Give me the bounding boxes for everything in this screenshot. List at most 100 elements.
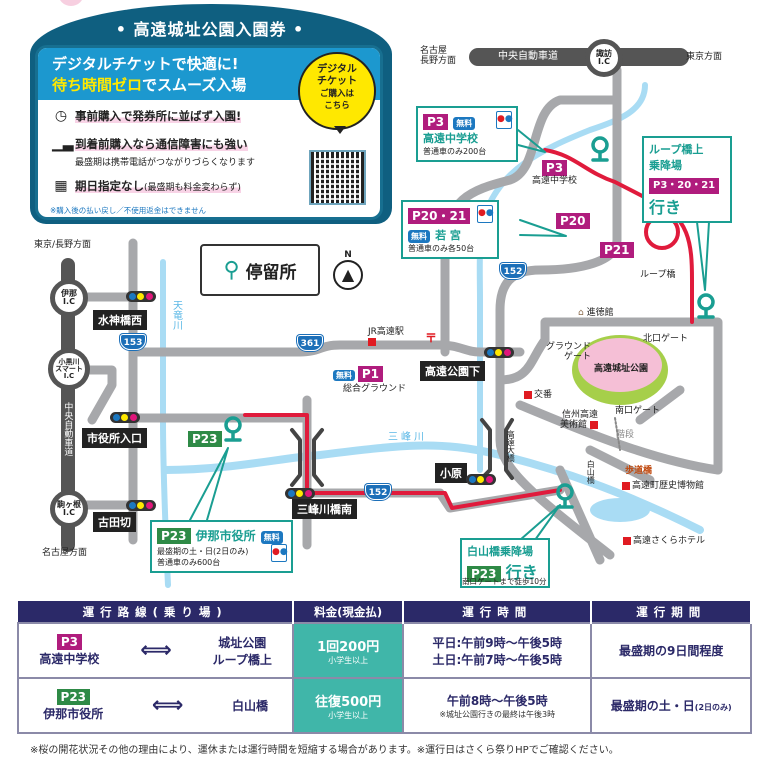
parking-capacity: 普通車のみ各50台 [408, 244, 475, 253]
river-label: 三峰川 [388, 432, 427, 443]
period-note: (2日のみ) [694, 703, 732, 712]
header-route: 運行路線(乗り場) [18, 601, 295, 623]
feature-3: ▦期日指定なし(最盛期も料金変わらず) [52, 178, 241, 194]
station-label: JR高遠駅 [368, 327, 404, 337]
direction-label: 名古屋長野方面 [420, 46, 456, 67]
free-badge: 無料 [333, 370, 355, 382]
feature-text: 期日指定なし [75, 179, 144, 193]
route-to: 城址公園 [218, 635, 267, 650]
place-name: 高遠さくらホテル [633, 536, 706, 546]
parking-name: 若 宮 [435, 229, 461, 242]
bridge-label: 高遠大橋 [506, 430, 516, 462]
stop-name: 乗降場 [649, 159, 682, 172]
parking-badge: P20・21 [408, 208, 471, 224]
time: 午前8時〜午後5時 [446, 693, 548, 708]
time: 土日:午前7時〜午後5時 [432, 652, 562, 667]
headline-highlight: 待ち時間ゼロ [52, 76, 143, 94]
time: 平日:午前9時〜午後5時 [432, 635, 562, 650]
loop-stop-callout: ループ橋上 乗降場 P3・20・21 行き [642, 136, 732, 223]
direction-label: 東京/長野方面 [34, 240, 92, 250]
fee-note: 小学生以上 [328, 710, 369, 720]
p20-badge: P20 [556, 213, 590, 229]
place-name: 美術館 [560, 420, 588, 431]
ic-name: I.C [598, 57, 610, 66]
p23-stop-badge: P23 [188, 431, 222, 447]
restroom-icon: ●● [271, 544, 288, 562]
route-361-shield: 361 [297, 335, 323, 351]
direction-label: 名古屋方面 [42, 548, 88, 558]
parking-capacity: 普通車のみ600台 [157, 558, 221, 567]
stop-dest: 行き [649, 198, 682, 217]
river-label: 天竜川 [170, 300, 182, 330]
intersection-label: 高遠公園下 [420, 361, 485, 381]
p21-badge: P21 [600, 242, 634, 258]
stairs-path [614, 417, 621, 451]
parking-capacity: 普通車のみ200台 [423, 147, 487, 156]
bubble-line: ご購入は [319, 89, 354, 99]
intersection-label: 小原 [435, 463, 467, 483]
double-arrow-icon: ⟺ [140, 638, 172, 663]
time-note: ※城址公園行きの最終は午後3時 [439, 709, 556, 719]
traffic-light-icon [285, 488, 315, 499]
mibu-river [161, 441, 704, 534]
period: 最盛期の9日間程度 [590, 622, 752, 679]
header-time: 運行時間 [403, 601, 593, 623]
direction-line: 名古屋 [420, 46, 448, 56]
route-from: 高遠中学校 [39, 652, 100, 666]
header-fee: 料金(現金払) [293, 601, 405, 623]
expressway-label: 中央自動車道 [62, 402, 73, 456]
p3-callout: P3 無料 高遠中学校 普通車のみ200台 ●● [416, 106, 518, 162]
double-arrow-icon: ⟺ [151, 693, 184, 718]
intersection-label: 三峰川橋南 [292, 499, 357, 519]
traffic-light-icon [126, 291, 156, 302]
gate-line: グラウンド [546, 342, 592, 352]
bus-stop-icons [224, 136, 715, 509]
bridge-label: ループ橋 [640, 270, 676, 280]
intersection-label: 水神橋西 [93, 310, 147, 330]
ticket-box: デジタルチケットで快適に! 待ち時間ゼロでスムーズ入場 ◷事前購入で発券所に並ば… [35, 45, 383, 220]
headline-line2: 待ち時間ゼロでスムーズ入場 [52, 75, 380, 96]
digital-ticket-bubble[interactable]: デジタル チケット ご購入は こちら [298, 52, 376, 134]
route-badge: P23 [56, 689, 91, 705]
ic-name: I.C [63, 508, 75, 517]
qr-code[interactable] [309, 150, 366, 205]
restroom-icon: ●● [477, 205, 494, 223]
restroom-icon: ●● [496, 111, 513, 129]
parking-badge: P3 [541, 160, 568, 176]
ic-name: 駒ヶ根 [57, 500, 81, 509]
stop-dest: 行き [505, 563, 538, 582]
calendar-icon: ▦ [54, 178, 68, 194]
bubble-line: デジタル [317, 64, 357, 75]
ic-name: 伊那 [61, 289, 77, 298]
shintokukan: ⌂ 進徳館 [578, 308, 614, 318]
parking-note: 最盛期の土・日(2日のみ) [157, 547, 249, 556]
pink-decoration [58, 0, 84, 6]
footbridge-label: 歩道橋 [625, 466, 653, 476]
hakusan-stop-callout: 白山橋乗降場 P23 行き [460, 538, 550, 588]
route-badge: P3 [56, 634, 82, 650]
period: 最盛期の土・日 [610, 699, 695, 713]
p20-21-callout: P20・21 無料 若 宮 普通車のみ各50台 ●● [401, 200, 499, 259]
direction-label: 東京方面 [686, 52, 723, 62]
walk-time: 南口ゲートまで徒歩10分 [462, 577, 547, 586]
footnote: ※桜の開花状況その他の理由により、運休または運行時間を短縮する場合があります。※… [30, 745, 619, 756]
ticket-disclaimer: ※購入後の払い戻し／不使用返金はできません [50, 206, 207, 215]
park-label: 高遠城址公園 [594, 364, 649, 374]
free-badge: 無料 [260, 531, 283, 544]
bubble-line: チケット [317, 76, 357, 87]
north-indicator: N ▲ [333, 250, 363, 290]
parking-badge: P3 [423, 114, 449, 130]
route-badge: P3・20・21 [649, 178, 720, 194]
traffic-light-icon [484, 347, 514, 358]
expressway-label: 中央自動車道 [498, 51, 558, 62]
route-to: ループ橋上 [212, 652, 272, 667]
route-to: 白山橋 [232, 699, 269, 713]
feature-text: 事前購入で発券所に並ばず入園! [75, 109, 242, 123]
building-icon: ⌂ [578, 308, 584, 318]
